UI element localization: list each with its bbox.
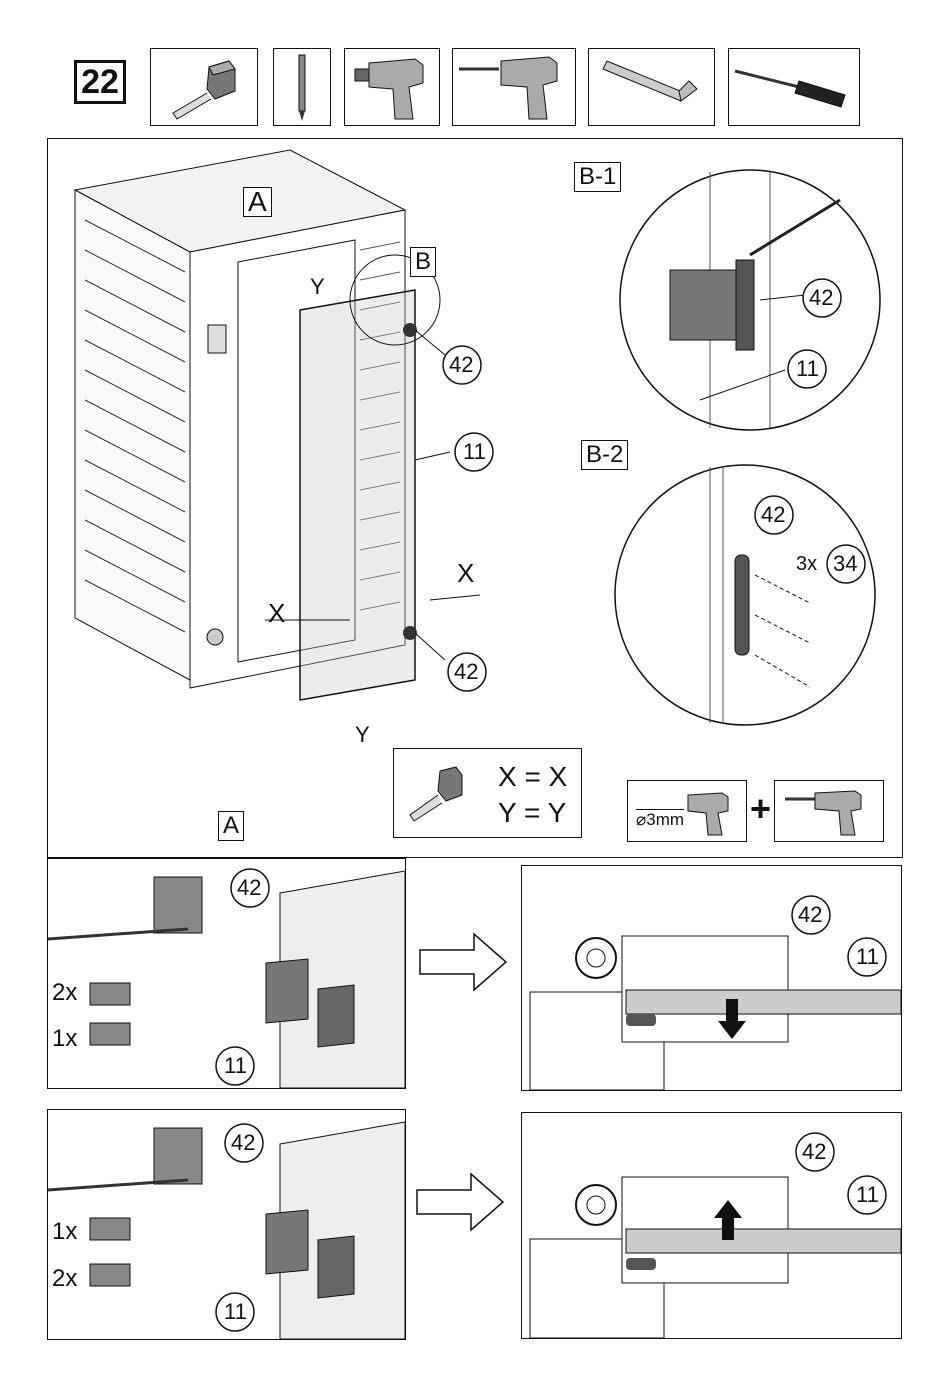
b2-detail-circle (605, 455, 885, 735)
row2-qty-b: 2x (52, 1266, 77, 1292)
detail-b-callout: B (410, 247, 436, 277)
measure-x-right: X (457, 560, 474, 586)
measure-y-top: Y (310, 274, 325, 300)
row1-qty-a: 2x (52, 980, 77, 1006)
part-11-label: 11 (463, 439, 486, 465)
row1-qty-b: 1x (52, 1026, 77, 1052)
drill-with-bit-icon (452, 48, 576, 126)
row2-result-panel (521, 1112, 902, 1339)
row1-result-42: 42 (798, 902, 822, 928)
part-42-label-bottom: 42 (454, 659, 478, 685)
part-42-label-top: 42 (449, 352, 473, 378)
step-number: 22 (74, 60, 126, 104)
screwdriver-icon (728, 48, 860, 126)
row2-result-42: 42 (802, 1139, 826, 1165)
row2-qty-a: 1x (52, 1219, 77, 1245)
cabinet-drawing (60, 140, 600, 760)
drill-screw-box (774, 780, 884, 842)
row1-next-arrow-icon (418, 932, 510, 992)
row1-result-11: 11 (856, 944, 879, 970)
predrill-box: ⌀3mm (627, 780, 747, 842)
equal-y: Y = Y (498, 797, 566, 829)
row1-part-11: 11 (224, 1053, 247, 1079)
row1-down-arrow-icon (718, 997, 746, 1041)
detail-a-callout: A (243, 187, 272, 217)
b1-detail-circle (610, 160, 890, 440)
drill-diameter: ⌀3mm (636, 809, 684, 830)
equal-measure-box: X = X Y = Y (393, 748, 582, 838)
row2-result-11: 11 (856, 1182, 879, 1208)
drill-small-icon (678, 785, 744, 839)
plus-sign: + (750, 788, 771, 830)
b2-part-34: 34 (833, 551, 857, 577)
pencil-icon (273, 48, 331, 126)
b1-part-42: 42 (809, 285, 833, 311)
equal-x: X = X (498, 761, 567, 793)
b1-part-11: 11 (796, 356, 819, 382)
tape-measure-small-icon (404, 761, 474, 827)
row2-next-arrow-icon (415, 1172, 507, 1232)
row2-up-arrow-icon (714, 1198, 742, 1242)
drill-screw-icon (781, 785, 881, 839)
measure-x-left: X (268, 600, 285, 626)
b2-part-42: 42 (761, 502, 785, 528)
row2-part-42: 42 (231, 1130, 255, 1156)
section-a-label: A (218, 811, 244, 841)
drill-icon (344, 48, 440, 126)
measure-y-bottom: Y (355, 722, 370, 748)
allen-key-icon (588, 48, 715, 126)
row1-part-42: 42 (237, 875, 261, 901)
b2-screw-qty: 3x (796, 551, 817, 577)
tape-measure-icon (150, 48, 258, 126)
row2-part-11: 11 (224, 1299, 247, 1325)
